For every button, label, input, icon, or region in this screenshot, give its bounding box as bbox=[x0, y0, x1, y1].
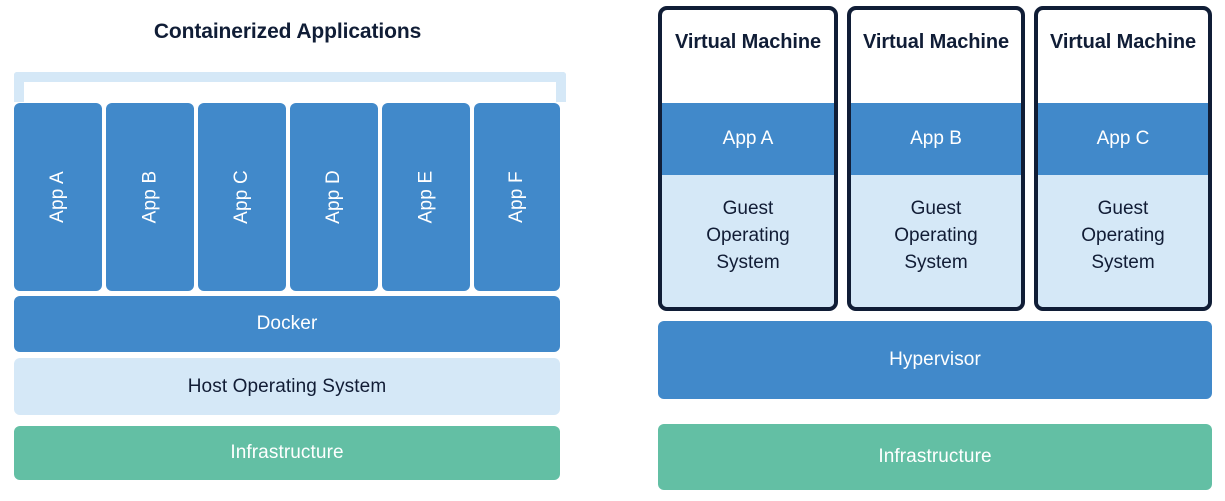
virtual-machine-3-app: App C bbox=[1038, 103, 1208, 175]
virtual-machine-2-title: Virtual Machine bbox=[863, 31, 1009, 53]
page-title: Containerized Applications bbox=[153, 20, 422, 43]
containers-panel: Containerized Applications App A App B A… bbox=[0, 0, 600, 501]
virtual-machine-2-app: App B bbox=[851, 103, 1021, 175]
infrastructure-layer-containers: Infrastructure bbox=[14, 426, 560, 480]
container-bracket bbox=[14, 72, 566, 102]
infrastructure-layer-vms: Infrastructure bbox=[658, 424, 1212, 490]
container-app-f: App F bbox=[474, 103, 560, 291]
virtual-machine-3-title: Virtual Machine bbox=[1050, 31, 1196, 53]
container-app-b: App B bbox=[106, 103, 194, 291]
virtual-machine-1-title: Virtual Machine bbox=[675, 31, 821, 53]
docker-layer: Docker bbox=[14, 296, 560, 352]
container-app-a: App A bbox=[14, 103, 102, 291]
container-app-e: App E bbox=[382, 103, 470, 291]
hypervisor-layer: Hypervisor bbox=[658, 321, 1212, 399]
virtual-machine-1-app: App A bbox=[662, 103, 834, 175]
container-app-d: App D bbox=[290, 103, 378, 291]
container-app-c: App C bbox=[198, 103, 286, 291]
host-operating-system-layer: Host Operating System bbox=[14, 358, 560, 415]
